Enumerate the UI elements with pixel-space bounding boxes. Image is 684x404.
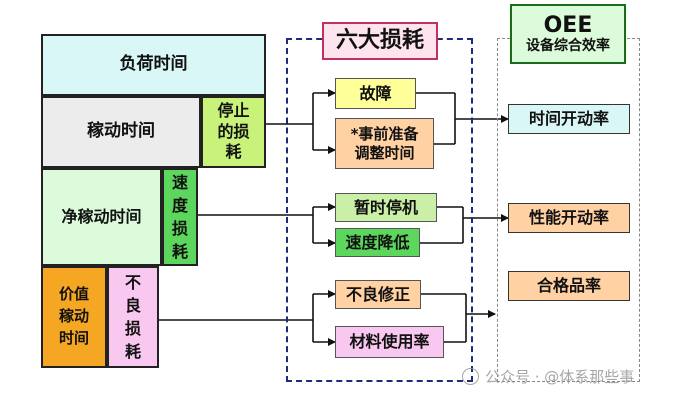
six-losses-title: 六大损耗 [322,22,438,60]
loss-setup-adjustment-label: *事前准备 调整时间 [350,124,419,162]
performance-rate-label: 性能开动率 [528,208,609,227]
time-availability-rate: 时间开动率 [508,104,630,134]
speed-loss-bar: 速 度 损 耗 [162,168,198,266]
net-operating-time-label: 净稼动时间 [61,207,142,226]
load-time-label: 负荷时间 [119,54,188,75]
oee-title-text: OEE [543,12,593,38]
loss-breakdown: 故障 [335,78,416,109]
six-losses-title-text: 六大损耗 [335,28,424,54]
loss-idle-stop: 暂时停机 [335,193,437,222]
performance-rate: 性能开动率 [508,203,630,233]
load-time-bar: 负荷时间 [41,34,266,96]
watermark: 公众号 · @体系那些事 [462,364,682,388]
defect-loss-label: 不 良 损 耗 [124,272,141,362]
loss-defect-rework: 不良修正 [335,280,421,309]
loss-setup-adjustment: *事前准备 调整时间 [335,118,434,169]
watermark-text: 公众号 · @体系那些事 [485,367,635,386]
loss-idle-stop-label: 暂时停机 [353,197,418,217]
value-operating-time-label: 价值 稼动 时间 [58,285,89,347]
operating-time-bar: 稼动时间 [41,96,201,168]
stop-loss-bar: 停止 的损 耗 [201,96,266,168]
loss-material-usage: 材料使用率 [335,326,444,358]
operating-time-label: 稼动时间 [87,121,155,142]
oee-subtitle: 设备综合效率 [526,37,610,54]
wechat-logo-icon [462,367,479,385]
loss-breakdown-label: 故障 [359,83,392,103]
loss-speed-reduction: 速度降低 [335,228,420,257]
quality-rate-label: 合格品率 [536,276,601,295]
quality-rate: 合格品率 [508,271,630,301]
loss-material-usage-label: 材料使用率 [349,332,430,351]
loss-speed-reduction-label: 速度降低 [345,232,410,252]
speed-loss-label: 速 度 损 耗 [171,172,188,262]
stop-loss-label: 停止 的损 耗 [217,100,250,162]
loss-defect-rework-label: 不良修正 [345,284,410,304]
value-operating-time-bar: 价值 稼动 时间 [41,266,107,368]
defect-loss-bar: 不 良 损 耗 [107,266,159,368]
net-operating-time-bar: 净稼动时间 [41,168,162,266]
oee-title: OEE 设备综合效率 [510,4,626,64]
time-availability-rate-label: 时间开动率 [528,109,609,128]
